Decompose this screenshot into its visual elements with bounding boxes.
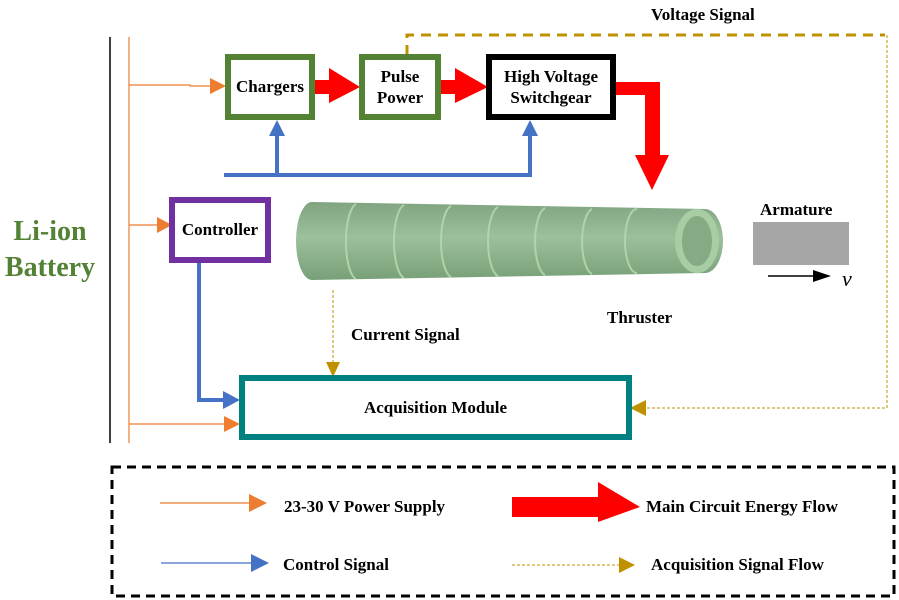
power-arrow-chargers: [129, 78, 226, 94]
control-arrow-controller-to-acquisition: [197, 259, 240, 409]
current-signal-label: Current Signal: [351, 325, 460, 344]
controller-label: Controller: [181, 220, 259, 240]
acquisition-module-block[interactable]: Acquisition Module: [239, 375, 632, 440]
switchgear-label-line1: High Voltage: [504, 66, 598, 86]
pulse-power-block[interactable]: Pulse Power: [359, 54, 441, 120]
legend-control-signal-label: Control Signal: [283, 555, 389, 574]
pulse-power-label-line2: Power: [376, 88, 424, 107]
legend-power-arrow: [160, 494, 267, 512]
voltage-signal-label: Voltage Signal: [651, 5, 755, 24]
legend-acquisition-arrow: [512, 557, 635, 573]
legend-power-supply-label: 23-30 V Power Supply: [284, 497, 446, 516]
energy-arrow-pulse-to-switchgear: [439, 68, 488, 103]
energy-arrow-switchgear-to-thruster: [612, 82, 669, 190]
acquisition-module-label: Acquisition Module: [363, 397, 508, 417]
voltage-signal-line: [405, 33, 888, 416]
power-arrow-controller: [129, 217, 172, 233]
legend-control-arrow: [161, 554, 269, 572]
switchgear-label-line2: Switchgear: [510, 88, 592, 107]
thruster-label: Thruster: [607, 308, 673, 327]
armature-block: [753, 222, 849, 265]
legend-main-energy-label: Main Circuit Energy Flow: [646, 497, 838, 516]
legend-acquisition-flow-label: Acquisition Signal Flow: [651, 555, 824, 574]
switchgear-block[interactable]: High Voltage Switchgear: [486, 54, 616, 120]
legend-energy-arrow: [512, 482, 640, 522]
control-arrowhead-chargers: [269, 120, 285, 136]
chargers-block[interactable]: Chargers: [225, 54, 315, 120]
armature-label: Armature: [760, 200, 833, 219]
power-arrow-acquisition: [129, 416, 240, 432]
velocity-label: v: [842, 266, 852, 291]
control-arrowhead-switchgear: [522, 120, 538, 136]
energy-arrow-chargers-to-pulse: [312, 68, 360, 103]
battery-label: Li-ion Battery: [0, 214, 100, 287]
control-bus: [224, 120, 538, 177]
controller-block[interactable]: Controller: [169, 197, 271, 263]
battery-label-line2: Battery: [4, 252, 96, 284]
thruster-tube: [296, 202, 723, 280]
current-signal-line: [326, 290, 340, 377]
battery-label-line1: Li-ion: [13, 216, 87, 247]
velocity-arrow: [768, 270, 831, 282]
chargers-label: Chargers: [236, 77, 304, 97]
legend-frame: [110, 465, 896, 598]
pulse-power-label-line1: Pulse: [380, 66, 420, 86]
